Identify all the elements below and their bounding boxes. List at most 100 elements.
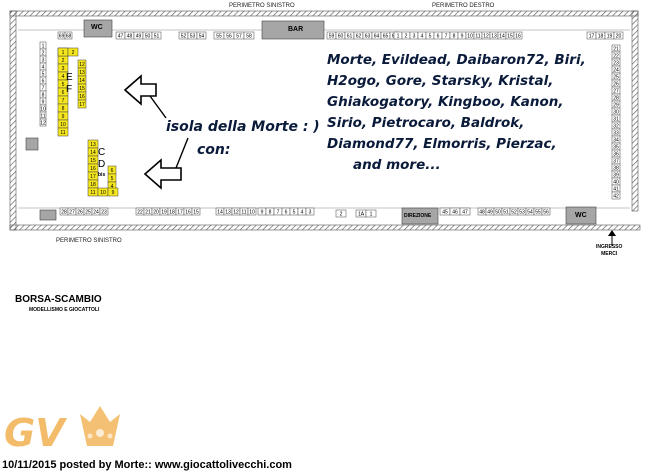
top-c-stand-number: 53 [190, 33, 196, 39]
island-ef-right-stand-box [77, 99, 87, 109]
island-ef-left-stand-number: 11 [60, 130, 65, 136]
top-g-stand-number: 20 [616, 33, 622, 39]
top-d-stand-number: 57 [236, 33, 242, 39]
right-col-stand-number: 23 [613, 60, 619, 66]
ingresso-merci-label: INGRESSO MERCI [596, 244, 622, 258]
top-c-stand-box [196, 31, 207, 40]
right-col-stand-number: 25 [613, 74, 619, 80]
top-b-stand-number: 47 [118, 33, 124, 39]
con-annotation: con: [197, 142, 231, 158]
bottom-f-stand-number: 1A [358, 211, 365, 217]
names-line-5: Diamond77, Elmorris, Pierzac, [327, 136, 557, 152]
left-col-stand-number: 10 [40, 106, 46, 112]
bottom-b-stand-number: 17 [177, 209, 183, 215]
island-d-label: D [98, 159, 106, 170]
island-f-label: F [66, 84, 73, 95]
right-col-stand-number: 29 [613, 102, 619, 108]
island-ef-left-stand-number: 10 [60, 122, 66, 128]
right-col-stand-number: 32 [613, 123, 619, 129]
bottom-c-stand-number: 13 [225, 209, 231, 215]
top-b-stand-box [151, 31, 162, 40]
top-d-stand-box [243, 31, 255, 40]
left-col-stand-number: 3 [42, 57, 45, 63]
right-col-stand-number: 28 [613, 95, 619, 101]
island-ef-right-stand-number: 17 [79, 102, 85, 108]
direzione-room [401, 207, 439, 225]
left-col-stand-number: 11 [40, 113, 45, 119]
bottom-d-stand-number: 3 [309, 209, 312, 215]
bottom-g-stand-box [459, 207, 471, 216]
left-wall-block [25, 137, 39, 151]
names-line-1: Morte, Evildead, Daibaron72, Biri, [327, 52, 586, 68]
right-col-stand-number: 33 [613, 130, 619, 136]
bottom-g-stand-number: 45 [442, 209, 448, 215]
logo-gv: GV [4, 411, 67, 455]
top-d-stand-number: 55 [216, 33, 222, 39]
island-cd-left-stand-number: 17 [90, 174, 96, 180]
island-ef-top-stand-number: 1 [62, 50, 65, 56]
arrow-to-island-cd [143, 137, 189, 190]
top-f-stand-box [513, 31, 523, 40]
top-f-stand-number: 11 [475, 33, 480, 39]
left-col-stand-box [39, 118, 47, 127]
island-ef-right-stand-number: 14 [79, 78, 85, 84]
island-cd-right-stand-number: 4 [111, 184, 114, 190]
bottom-d-stand-box [305, 207, 315, 216]
event-title: BORSA-SCAMBIO [15, 294, 102, 305]
bottom-a-stand-number: 27 [69, 209, 75, 215]
top-e-stand-number: 63 [365, 33, 371, 39]
bottom-b-stand-number: 22 [137, 209, 143, 215]
top-f-stand-number: 4 [421, 33, 424, 39]
island-cd-left-stand-number: 16 [90, 166, 96, 172]
bottom-b-stand-number: 19 [161, 209, 167, 215]
island-e-label: E [66, 72, 73, 83]
island-ef-right-stand-number: 13 [79, 70, 85, 76]
top-f-stand-number: 5 [429, 33, 432, 39]
island-ef-left-stand-number: 6 [62, 90, 65, 96]
bottom-d-stand-number: 9 [261, 209, 264, 215]
bottom-d-stand-number: 8 [269, 209, 272, 215]
bottom-h-stand-number: 49 [487, 209, 493, 215]
right-col-stand-number: 27 [613, 88, 619, 94]
left-col-stand-number: 5 [42, 71, 45, 77]
island-ef-right-stand-number: 15 [79, 86, 85, 92]
bottom-b-stand-number: 15 [193, 209, 199, 215]
top-d-stand-number: 58 [246, 33, 252, 39]
perimeter-left-bottom: PERIMETRO SINISTRO [56, 238, 122, 244]
right-col-stand-number: 24 [613, 67, 619, 73]
island-ef-left-stand-number: 3 [62, 66, 65, 72]
top-a-stand-number: 68 [66, 33, 72, 39]
right-col-stand-number: 26 [613, 81, 619, 87]
bottom-b-stand-box [191, 207, 201, 216]
right-col-stand-number: 31 [613, 116, 619, 122]
top-b-stand-number: 51 [154, 33, 160, 39]
island-cd-bottom-stand-number: 11 [90, 190, 95, 196]
island-ef-left-stand-number: 7 [62, 98, 65, 104]
right-col-stand-number: 21 [613, 46, 619, 52]
direzione-label: DIREZIONE [404, 213, 432, 219]
top-d-stand-number: 56 [226, 33, 232, 39]
island-cd-right-stand-number: 6 [111, 168, 114, 174]
right-col-stand-number: 40 [613, 179, 619, 185]
bottom-a-stand-number: 24 [93, 209, 99, 215]
top-f-stand-number: 2 [405, 33, 408, 39]
arrow-to-island-ef [123, 74, 167, 119]
top-g-stand-number: 18 [598, 33, 604, 39]
top-g-stand-number: 17 [589, 33, 595, 39]
bottom-c-stand-box [247, 207, 257, 216]
left-col-stand-number: 7 [42, 85, 45, 91]
top-e-stand-number: 62 [356, 33, 362, 39]
right-col-stand-number: 36 [613, 151, 619, 157]
top-f-stand-number: 15 [507, 33, 513, 39]
merci-line: MERCI [601, 251, 618, 257]
bottom-a-stand-number: 25 [85, 209, 91, 215]
island-cd-left-stand-number: 14 [90, 150, 96, 156]
top-a-stand-box [64, 31, 73, 40]
island-cd-left-stand-number: 13 [90, 142, 96, 148]
top-f-stand-number: 16 [515, 33, 521, 39]
bottom-d-stand-number: 6 [285, 209, 288, 215]
top-f-stand-number: 1 [397, 33, 400, 39]
top-c-stand-number: 52 [181, 33, 187, 39]
names-line-6: and more... [353, 157, 441, 173]
bottom-h-stand-number: 54 [527, 209, 533, 215]
